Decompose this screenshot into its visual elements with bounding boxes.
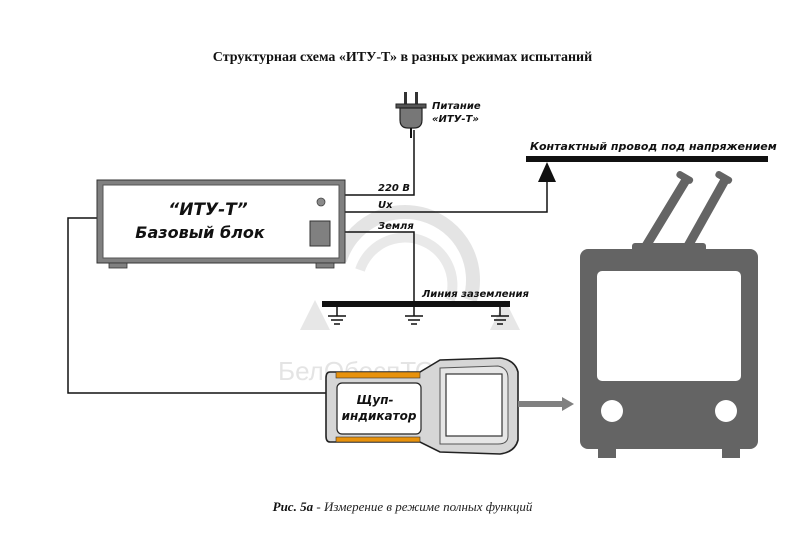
power-label-line1: Питание: [432, 101, 481, 112]
power-plug-icon: [395, 92, 427, 138]
contact-wire-label: Контактный провод под напряжением: [530, 140, 777, 153]
ux-wire: [345, 178, 548, 213]
ground-line: [322, 301, 510, 325]
arrow-right-icon: [518, 397, 574, 411]
ground-wire: [345, 231, 415, 302]
ground-label: Земля: [378, 221, 414, 232]
caption-text: Измерение в режиме полных функций: [323, 499, 533, 514]
wires: [67, 130, 548, 394]
supply-wire: [345, 130, 415, 196]
probe-indicator: [325, 357, 519, 455]
trolleybus-icon: [580, 171, 758, 458]
base-unit: [96, 179, 346, 269]
ux-label: Ux: [378, 200, 393, 211]
ground-line-label: Линия заземления: [421, 289, 529, 300]
contact-wire: Контактный провод под напряжением: [526, 140, 777, 162]
base-unit-label-line1: “ИТУ-Т”: [168, 200, 248, 220]
caption-label: Рис. 5а: [272, 499, 314, 514]
base-unit-label-line2: Базовый блок: [135, 223, 266, 242]
ground-symbol-icon: [491, 307, 509, 325]
figure-caption: Рис. 5а - Измерение в режиме полных функ…: [0, 499, 805, 515]
probe-screen: [445, 373, 503, 437]
probe-wire: [67, 217, 336, 394]
power-label-line2: «ИТУ-Т»: [432, 114, 479, 125]
power-switch-icon: [309, 220, 331, 247]
caption-separator: -: [313, 499, 324, 514]
probe-label-line2: индикатор: [342, 409, 417, 423]
indicator-led-icon: [316, 197, 326, 207]
arrow-up-icon: [538, 162, 556, 182]
probe-label-line1: Щуп-: [356, 393, 393, 407]
ground-symbol-icon: [405, 307, 423, 325]
supply-label: 220 В: [378, 183, 410, 194]
diagram-title: Структурная схема «ИТУ-Т» в разных режим…: [212, 50, 593, 65]
ground-symbol-icon: [328, 307, 346, 325]
